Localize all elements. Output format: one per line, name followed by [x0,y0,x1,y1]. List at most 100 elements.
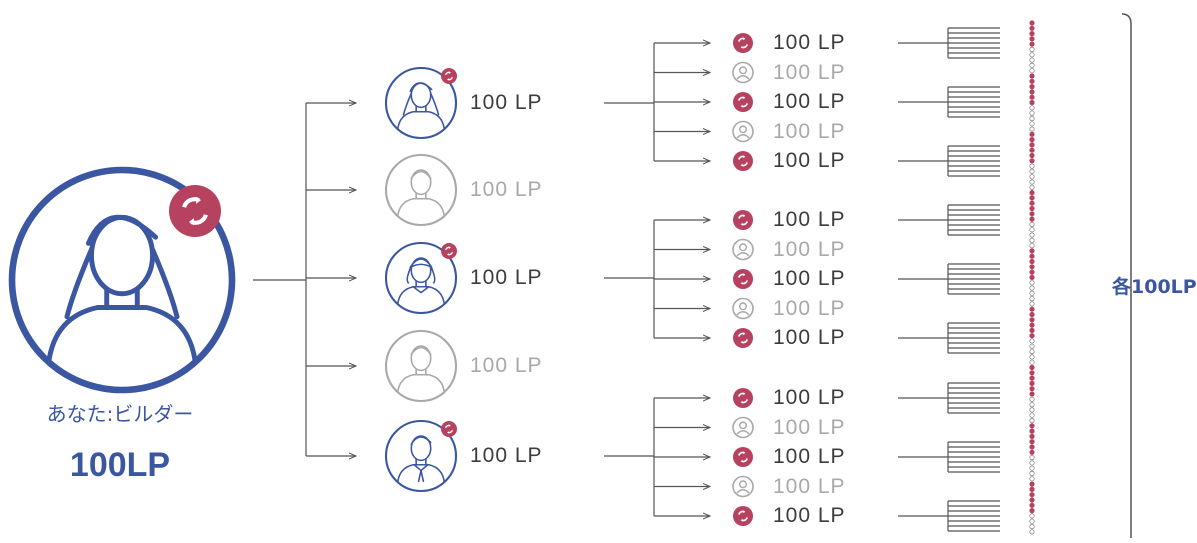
active-dot [1029,428,1035,434]
refresh-badge-icon [733,210,753,230]
points-label: 100 LP [773,415,846,439]
inactive-dot [1029,513,1035,519]
active-dot [1029,364,1035,371]
active-dot [1029,30,1035,37]
inactive-member-icon [732,120,754,143]
points-label: 100 LP [470,354,543,377]
active-dot [1029,444,1035,450]
active-dot [1029,502,1035,508]
inactive-dot [1029,407,1035,413]
inactive-dot [1029,465,1035,471]
active-dot [1029,322,1035,328]
active-dot [1029,492,1035,498]
node-layer [8,20,1035,535]
active-dot [1029,137,1035,143]
active-dot [1029,152,1035,159]
active-dot [1029,274,1035,280]
inactive-dot [1029,523,1035,530]
inactive-dot [1029,412,1035,418]
points-label: 100 LP [470,91,543,114]
active-dot [1029,147,1035,153]
inactive-member-icon [732,297,754,320]
points-label: 100 LP [773,119,846,143]
member-avatar [384,241,458,315]
member-avatar [384,153,458,227]
active-dot [1029,20,1035,26]
active-dot [1029,89,1035,95]
points-label: 100 LP [773,296,846,320]
active-dot [1029,375,1035,381]
refresh-badge-icon [441,421,457,437]
active-dot [1029,131,1035,137]
refresh-badge-icon [733,388,753,408]
member-avatar [384,419,458,493]
inactive-dot [1029,343,1035,349]
member-avatar [384,66,458,140]
active-dot [1029,306,1035,312]
active-dot [1029,78,1035,84]
inactive-dot [1029,232,1035,238]
active-dot [1029,507,1035,514]
inactive-dot [1029,348,1035,355]
active-dot [1029,311,1035,318]
points-label: 100 LP [773,208,846,231]
member-avatar [384,329,458,403]
inactive-dot [1029,470,1035,477]
active-dot [1029,433,1035,439]
inactive-dot [1029,110,1035,116]
points-label: 100 LP [773,445,846,468]
inactive-member-icon [732,238,754,261]
network-diagram [8,13,1132,538]
refresh-badge-icon [733,269,753,289]
inactive-dot [1029,243,1035,249]
active-dot [1029,195,1035,201]
inactive-dot [1029,290,1035,296]
active-dot [1029,190,1035,196]
inactive-dot [1029,301,1035,307]
active-dot [1029,36,1035,42]
points-label: 100 LP [773,267,846,290]
active-dot [1029,264,1035,270]
inactive-dot [1029,396,1035,402]
inactive-dot [1029,168,1035,174]
points-label: 100 LP [773,31,846,54]
inactive-dot [1029,115,1035,122]
points-label: 100 LP [773,60,846,84]
inactive-dot [1029,518,1035,524]
inactive-dot [1029,57,1035,63]
active-dot [1029,211,1035,217]
active-dot [1029,248,1035,254]
active-dot [1029,327,1035,333]
root-role-label: あなた:ビルダー [46,402,194,426]
points-label: 100 LP [773,237,846,261]
active-dot [1029,486,1035,492]
inactive-dot [1029,280,1035,286]
active-dot [1029,386,1035,392]
active-dot [1029,94,1035,100]
active-dot [1029,380,1035,386]
total-bracket [1121,13,1132,538]
inactive-dot [1029,237,1035,243]
points-label: 100 LP [773,474,846,498]
active-dot [1029,142,1035,148]
inactive-dot [1029,163,1035,169]
active-dot [1029,439,1035,445]
points-label: 100 LP [773,386,846,409]
root-amount-label: 100LP [69,446,171,484]
inactive-dot [1029,221,1035,227]
refresh-badge-icon [441,243,457,259]
inactive-dot [1029,121,1035,127]
points-label: 100 LP [470,266,543,289]
inactive-dot [1029,174,1035,180]
active-dot [1029,423,1035,429]
active-dot [1029,73,1035,79]
inactive-dot [1029,105,1035,111]
active-dot [1029,269,1035,275]
active-dot [1029,84,1035,90]
active-dot [1029,25,1035,31]
points-label: 100 LP [470,444,543,467]
points-label: 100 LP [773,504,846,527]
active-dot [1029,200,1035,206]
inactive-dot [1029,227,1035,233]
active-dot [1029,481,1035,487]
